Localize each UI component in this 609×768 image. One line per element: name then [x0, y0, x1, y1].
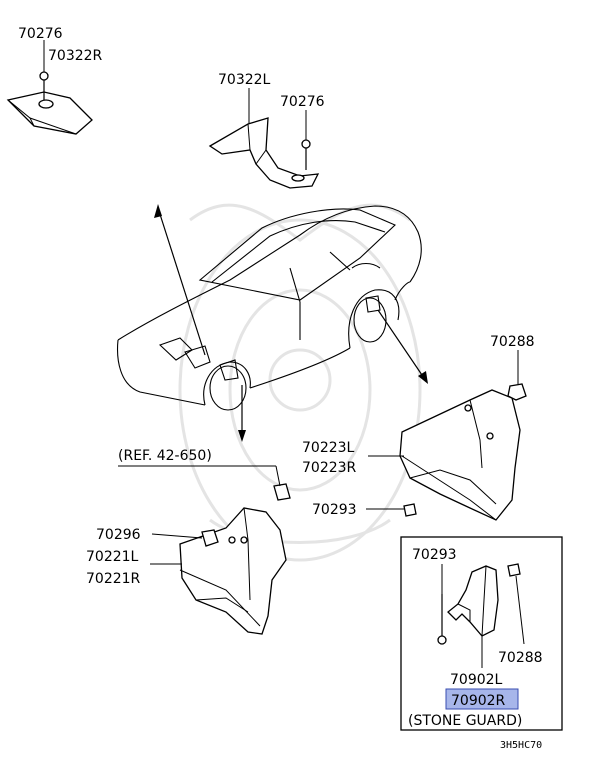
car-body — [117, 205, 422, 411]
label-70276-top-middle: 70276 — [280, 94, 325, 110]
label-70288-inset: 70288 — [498, 650, 543, 666]
leader-arrows — [154, 204, 428, 442]
label-70322R: 70322R — [48, 48, 103, 64]
mud-guard-70221 — [179, 483, 291, 635]
label-stone-guard: (STONE GUARD) — [408, 713, 522, 729]
label-70902R: 70902R — [451, 693, 506, 709]
label-70221L: 70221L — [86, 549, 139, 565]
label-leaders — [43, 40, 525, 668]
label-ref-42-650: (REF. 42-650) — [118, 448, 212, 464]
diagram-code: 3H5HC70 — [500, 740, 542, 751]
bracket-70322R — [6, 71, 93, 135]
stone-guard-part — [437, 563, 521, 645]
mud-guard-70223 — [399, 383, 527, 521]
label-70293-right: 70293 — [312, 502, 357, 518]
label-70221R: 70221R — [86, 571, 141, 587]
bracket-70322L — [208, 117, 320, 189]
highlight-70902R — [445, 688, 519, 710]
label-70223L: 70223L — [302, 440, 355, 456]
label-70296: 70296 — [96, 527, 141, 543]
stone-guard-inset-box — [400, 536, 563, 731]
label-70293-inset: 70293 — [412, 547, 457, 563]
label-70902L: 70902L — [450, 672, 503, 688]
label-70276-top-left: 70276 — [18, 26, 63, 42]
label-70223R: 70223R — [302, 460, 357, 476]
label-70322L: 70322L — [218, 72, 271, 88]
watermark-emblem — [178, 203, 422, 562]
label-70288-right: 70288 — [490, 334, 535, 350]
